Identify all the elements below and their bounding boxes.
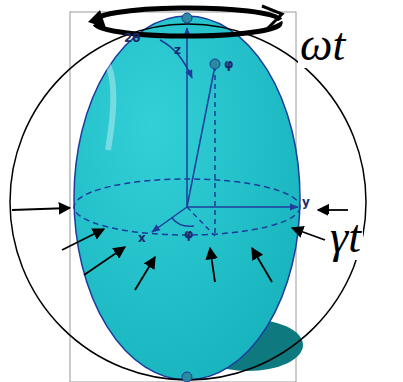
axis-label: y <box>302 196 310 208</box>
axis-label: x <box>138 232 146 244</box>
angle-label: φ <box>184 228 193 240</box>
angle-label: 2θ <box>124 32 141 44</box>
angle-label: φ <box>224 58 233 70</box>
point <box>210 59 220 69</box>
compression-label: γt <box>328 214 363 260</box>
highlight <box>105 60 113 150</box>
compression-arrows <box>12 208 348 290</box>
rotation-label: ωt <box>298 22 347 68</box>
spheroid <box>74 16 300 380</box>
pole <box>182 372 192 382</box>
axis-label: z <box>174 44 181 56</box>
axes <box>152 28 298 236</box>
sphere-outline <box>10 24 366 380</box>
rotation-arrow <box>88 6 282 36</box>
pole <box>182 13 192 23</box>
